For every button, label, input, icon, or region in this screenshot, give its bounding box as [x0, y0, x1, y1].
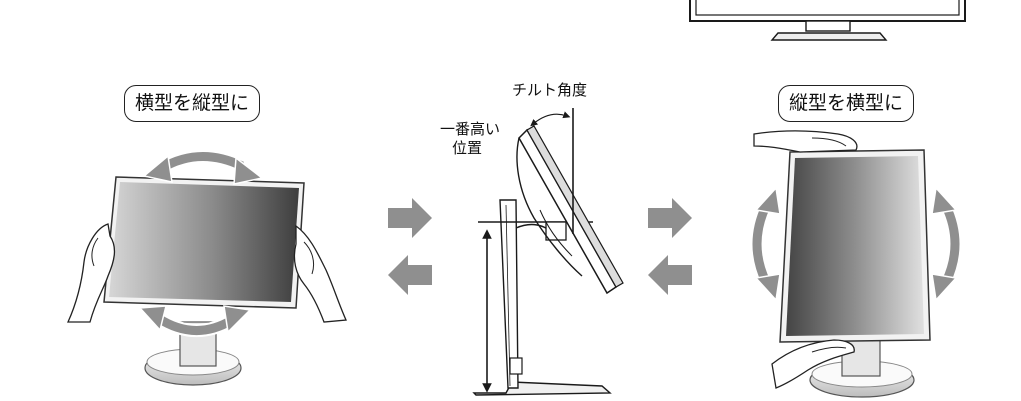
- rotate-arrow-left-side: [750, 186, 781, 302]
- label-portrait-to-landscape: 縦型を横型に: [778, 85, 915, 122]
- left-arrow-right: [648, 255, 692, 295]
- side-view-illustration: [472, 108, 624, 396]
- right-arrow-left: [388, 198, 432, 238]
- right-arrow-right: [648, 198, 692, 238]
- top-monitor-illustration: [689, 0, 966, 41]
- label-highest-position-line2: 位置: [452, 139, 483, 157]
- label-highest-position-line1: 一番高い: [440, 120, 501, 138]
- left-monitor-illustration: [66, 176, 347, 386]
- label-landscape-to-portrait: 横型を縦型に: [124, 85, 261, 122]
- rotate-arrow-bottom-left: [138, 305, 252, 337]
- left-arrow-left: [388, 255, 432, 295]
- right-monitor-illustration: [753, 130, 931, 398]
- rotate-arrow-right-side: [931, 186, 962, 302]
- label-tilt-angle: チルト角度: [512, 81, 588, 99]
- rotate-arrow-top-left: [142, 150, 264, 185]
